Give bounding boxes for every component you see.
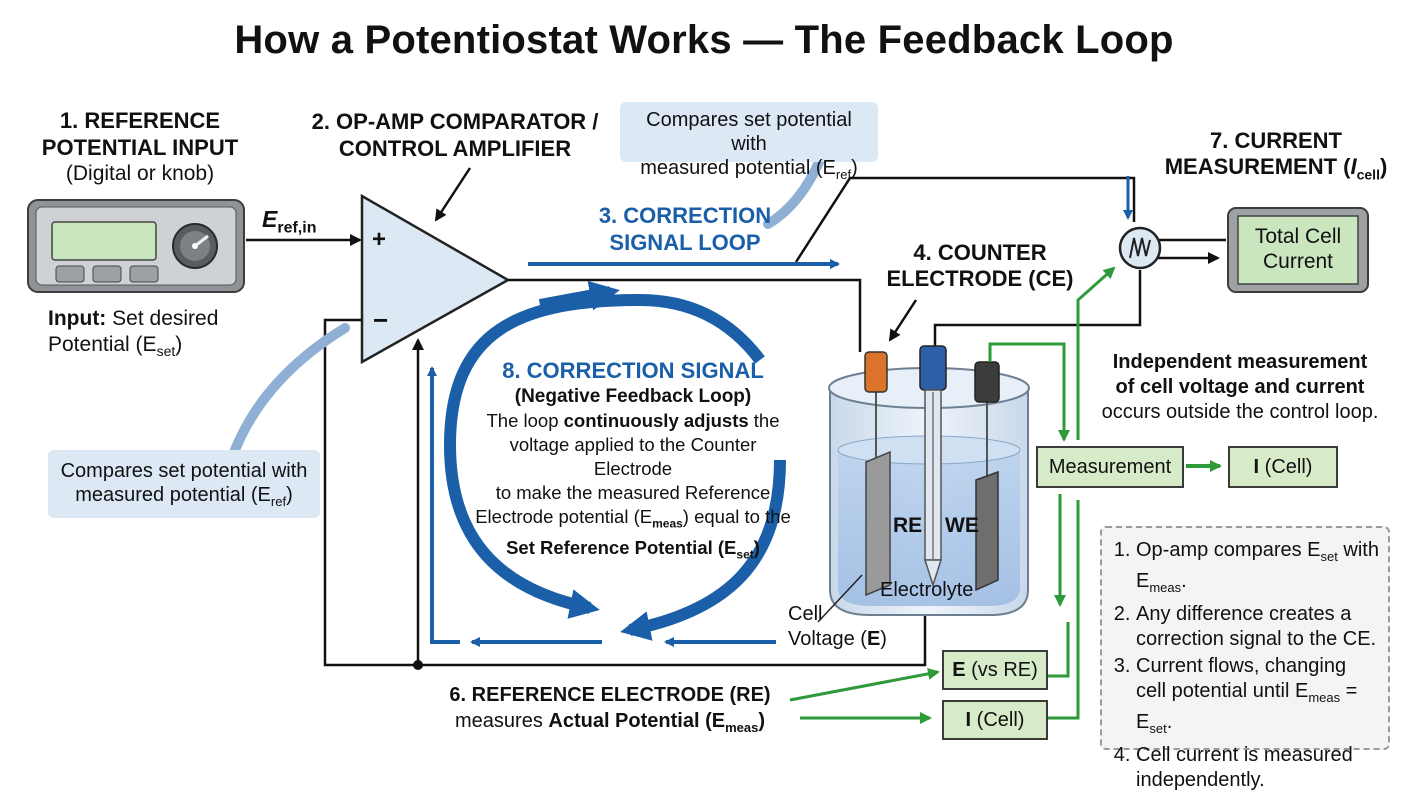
reference-electrode-label: 6. REFERENCE ELECTRODE (RE) measures Act…: [449, 684, 771, 735]
we-label: WE: [945, 514, 979, 537]
current-measurement-label: 7. CURRENT MEASUREMENT (Icell): [1164, 128, 1388, 183]
summary-step-3: Current flows, changing cell potential u…: [1136, 654, 1380, 741]
page-title: How a Potentiostat Works — The Feedback …: [234, 18, 1174, 62]
e-vs-re-box: E (vs RE): [942, 650, 1048, 690]
correction-loop-label: 3. CORRECTION SIGNAL LOOP: [598, 203, 772, 255]
current-sensor-icon: [1118, 226, 1162, 270]
counter-electrode: [864, 351, 891, 597]
cell-voltage-label: Cell Voltage (E): [788, 603, 887, 650]
op-amp-heading: 2. OP-AMP COMPARATOR / CONTROL AMPLIFIER: [311, 109, 599, 161]
summary-box: Op-amp compares Eset with Emeas. Any dif…: [1100, 526, 1390, 791]
callout-top: Compares set potential with measured pot…: [620, 102, 878, 182]
summary-step-2: Any difference creates a correction sign…: [1136, 602, 1380, 652]
total-cell-current-display: Total Cell Current: [1254, 225, 1342, 273]
ref-input-subheading: (Digital or knob): [65, 162, 215, 185]
reference-electrode: [919, 345, 947, 588]
reference-input-device[interactable]: [27, 199, 245, 293]
measurement-box: Measurement: [1036, 446, 1184, 488]
feedback-explanation: 8. CORRECTION SIGNAL (Negative Feedback …: [475, 358, 791, 562]
summary-step-4: Cell current is measured independently.: [1136, 743, 1380, 793]
knob-icon[interactable]: [192, 243, 198, 249]
callout-left: Compares set potential with measured pot…: [48, 450, 320, 518]
re-label: RE: [893, 514, 923, 537]
i-cell-box: I (Cell): [1228, 446, 1338, 488]
working-electrode: [974, 361, 1000, 592]
electrolyte-label: Electrolyte: [880, 579, 974, 601]
summary-step-1: Op-amp compares Eset with Emeas.: [1136, 538, 1380, 600]
i-cell-output-box: I (Cell): [942, 700, 1048, 740]
counter-electrode-label: 4. COUNTER ELECTRODE (CE): [886, 240, 1074, 291]
op-amp-minus: −: [373, 305, 389, 335]
op-amp-triangle: [360, 193, 511, 365]
ref-input-heading: 1. REFERENCE POTENTIAL INPUT: [41, 108, 239, 160]
ref-input-caption: Input: Set desired Potential (Eset): [48, 307, 219, 360]
op-amp-plus: +: [372, 226, 387, 253]
e-ref-in-label: Eref,in: [262, 206, 317, 237]
independent-measurement-note: Independent measurement of cell voltage …: [1101, 351, 1379, 423]
diagram-canvas: [27, 155, 1369, 724]
